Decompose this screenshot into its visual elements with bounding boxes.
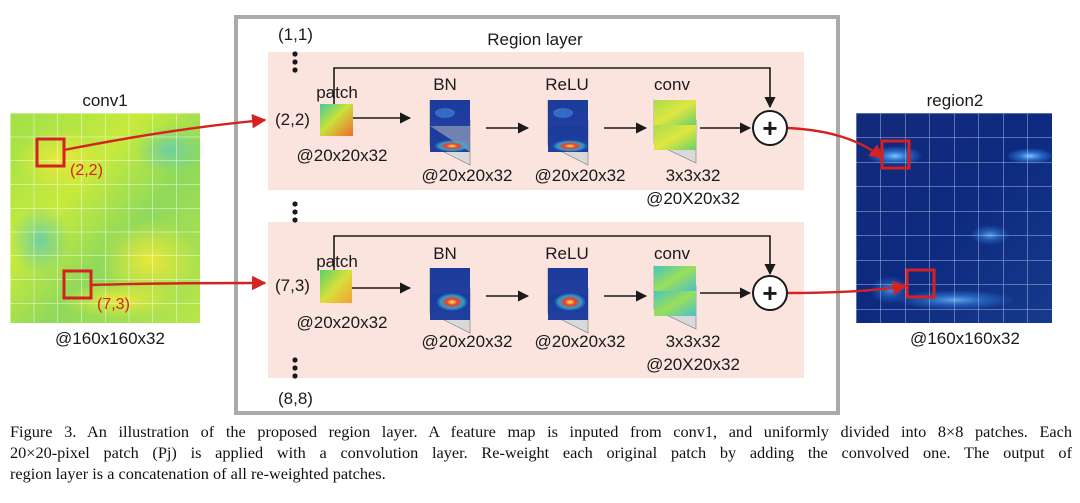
region2-feature-map: [856, 113, 1054, 323]
conv1-title: conv1: [82, 91, 128, 110]
region-row-1: [320, 67, 788, 166]
row1-index: (2,2): [275, 110, 310, 129]
row2-patch-label: patch: [316, 252, 358, 271]
row1-sum-symbol: +: [762, 113, 778, 143]
caption-line-1: Figure 3. An illustration of the propose…: [10, 422, 1072, 441]
region2-title: region2: [926, 91, 984, 110]
caption-line-3: region layer is a concatenation of all r…: [10, 464, 386, 483]
region-index-last: (8,8): [278, 389, 313, 408]
figure-caption: Figure 3. An illustration of the propose…: [10, 421, 1072, 484]
row1-conv-stack: [653, 99, 697, 164]
red-arrow-row1-region2: [787, 126, 885, 159]
row2-conv-label: conv: [654, 244, 690, 263]
row1-bn-size: @20x20x32: [421, 166, 513, 185]
conv1-patch-a-label: (2,2): [70, 162, 103, 179]
row2-relu-stack: [547, 267, 589, 334]
caption-line-2: 20×20-pixel patch (Pj) is applied with a…: [10, 443, 1072, 462]
row1-conv-size: @20X20x32: [646, 189, 740, 208]
conv1-patch-b-label: (7,3): [97, 296, 130, 313]
row1-sum-node: [752, 110, 788, 146]
row1-conv-kernel: 3x3x32: [665, 166, 721, 185]
row2-conv-kernel: 3x3x32: [665, 332, 721, 351]
row2-sum-node: [752, 275, 788, 311]
row1-relu-label: ReLU: [545, 75, 589, 94]
region-row-1-bg: [268, 52, 804, 190]
row1-patch-size: @20x20x32: [296, 146, 388, 165]
row2-patch-image: [320, 270, 352, 303]
row2-relu-label: ReLU: [545, 244, 589, 263]
region-row-2: [320, 235, 788, 334]
red-arrow-conv1-row1: [63, 114, 267, 152]
row1-relu-stack: [547, 99, 589, 166]
red-arrow-row2-region2: [787, 280, 908, 296]
row2-bn-label: BN: [433, 244, 457, 263]
region-layer-figure: conv1 (2,2) (7,3) @160x160x32 (1,1) Regi…: [10, 15, 1054, 415]
row1-bn-label: BN: [433, 75, 457, 94]
region-layer-title: Region layer: [487, 30, 583, 49]
region2-size-label: @160x160x32: [910, 329, 1020, 348]
conv1-size-label: @160x160x32: [55, 329, 165, 348]
row1-bn-stack: [429, 99, 471, 166]
row2-conv-stack: [653, 265, 697, 330]
row2-bn-stack: [429, 267, 471, 334]
conv1-feature-map: [10, 113, 205, 323]
row1-conv-label: conv: [654, 75, 690, 94]
row1-patch-image: [320, 104, 353, 136]
figure-graphics: [10, 15, 1054, 415]
row2-sum-symbol: +: [762, 278, 778, 308]
ellipsis-dots: [292, 51, 298, 379]
row2-relu-size: @20x20x32: [534, 332, 626, 351]
red-arrow-conv1-row2: [90, 275, 267, 291]
row2-patch-size: @20x20x32: [296, 313, 388, 332]
row1-skip-arrow: [333, 67, 776, 109]
region-row-2-bg: [268, 222, 804, 378]
row1-patch-label: patch: [316, 83, 358, 102]
row2-bn-size: @20x20x32: [421, 332, 513, 351]
region-index-first: (1,1): [278, 25, 313, 44]
conv1-patch-2-2-marker: [35, 137, 66, 168]
row2-skip-arrow: [333, 235, 776, 276]
row2-index: (7,3): [275, 276, 310, 295]
row2-conv-size: @20X20x32: [646, 355, 740, 374]
row1-relu-size: @20x20x32: [534, 166, 626, 185]
